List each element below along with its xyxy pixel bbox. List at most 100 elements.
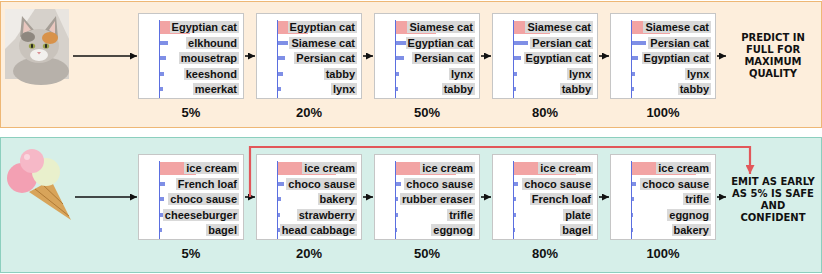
class-label: plate xyxy=(563,209,593,221)
probability-bar xyxy=(514,213,516,217)
prediction-card: Siamese catPersian catEgyptian catlynxta… xyxy=(610,13,716,99)
class-row: plate xyxy=(563,208,593,222)
class-row: French loaf xyxy=(176,177,239,191)
class-row: Persian cat xyxy=(412,51,475,65)
class-label: Egyptian cat xyxy=(288,21,357,33)
class-label: bagel xyxy=(206,224,239,236)
class-label: Siamese cat xyxy=(525,21,593,33)
probability-bar xyxy=(514,56,521,60)
class-label: ice cream xyxy=(420,162,475,174)
class-row: Egyptian cat xyxy=(524,51,593,65)
class-row: ice cream xyxy=(420,161,475,175)
class-row: choco sause xyxy=(522,177,593,191)
class-row: trifle xyxy=(447,208,475,222)
class-row: eggnog xyxy=(667,208,711,222)
probability-bar xyxy=(514,197,516,201)
probability-bar xyxy=(396,197,398,201)
class-label: ice cream xyxy=(184,162,239,174)
probability-bar xyxy=(396,72,399,76)
step-arrow xyxy=(599,55,609,57)
progress-percent-box: 100% xyxy=(611,105,715,121)
progress-percent: 50% xyxy=(414,105,440,120)
progress-percent: 80% xyxy=(532,105,558,120)
class-row: bagel xyxy=(206,223,239,237)
step-arrow xyxy=(599,196,609,198)
prediction-card: ice creamFrench loafchoco sausecheesebur… xyxy=(138,154,244,240)
class-row: meerkat xyxy=(193,82,239,96)
step-arrow xyxy=(481,196,491,198)
class-row: Siamese cat xyxy=(643,20,711,34)
class-label: trifle xyxy=(683,193,711,205)
probability-bar xyxy=(396,228,397,232)
step-arrow xyxy=(363,196,373,198)
ice-cream-photo xyxy=(7,149,71,220)
stage-panel: EMIT AS EARLY AS 5% IS SAFE AND CONFIDEN… xyxy=(0,137,822,273)
class-label: rubber eraser xyxy=(400,193,475,205)
probability-bar xyxy=(278,56,285,60)
probability-bar xyxy=(160,197,164,201)
class-label: Persian cat xyxy=(412,52,475,64)
progress-percent-box: 100% xyxy=(611,246,715,262)
progress-percent-box: 50% xyxy=(375,105,479,121)
class-row: Siamese cat xyxy=(407,20,475,34)
class-row: choco sause xyxy=(168,192,239,206)
probability-bar xyxy=(632,87,634,91)
class-label: Siamese cat xyxy=(407,21,475,33)
progress-percent: 5% xyxy=(182,105,201,120)
class-label: trifle xyxy=(447,209,475,221)
progress-percent-box: 5% xyxy=(139,105,243,121)
output-arrow xyxy=(717,196,726,198)
class-row: eggnog xyxy=(431,223,475,237)
class-row: elkhound xyxy=(186,36,239,50)
class-row: ice cream xyxy=(656,161,711,175)
class-label: meerkat xyxy=(193,83,239,95)
class-label: bakery xyxy=(672,224,711,236)
progress-percent: 100% xyxy=(646,246,679,261)
class-label: ice cream xyxy=(656,162,711,174)
class-label: mousetrap xyxy=(179,52,239,64)
input-arrow xyxy=(75,196,137,198)
class-row: Egyptian cat xyxy=(170,20,239,34)
progress-percent-box: 80% xyxy=(493,246,597,262)
class-row: lynx xyxy=(567,67,593,81)
probability-bar xyxy=(632,182,636,186)
class-row: French loaf xyxy=(530,192,593,206)
prediction-card: ice cream choco sause rubber eraser trifle e… xyxy=(374,154,480,240)
progress-percent-box: 80% xyxy=(493,105,597,121)
progress-percent-box: 20% xyxy=(257,246,361,262)
probability-bar xyxy=(278,182,284,186)
class-label: elkhound xyxy=(186,37,239,49)
class-row: Persian cat xyxy=(294,51,357,65)
class-row: choco sause xyxy=(404,177,475,191)
class-label: tabby xyxy=(560,83,593,95)
progress-percent-box: 20% xyxy=(257,105,361,121)
class-label: choco sause xyxy=(168,193,239,205)
class-label: head cabbage xyxy=(280,224,357,236)
stage-panel: PREDICT IN FULL FOR MAXIMUM QUALITYEgypt… xyxy=(0,1,822,128)
class-label: bakery xyxy=(318,193,357,205)
probability-bar xyxy=(396,87,398,91)
class-label: lynx xyxy=(567,68,593,80)
progress-percent: 80% xyxy=(532,246,558,261)
progress-percent-box: 50% xyxy=(375,246,479,262)
prediction-card: ice creamchoco sausetrifleeggnogbakery10… xyxy=(610,154,716,240)
class-row: bakery xyxy=(318,192,357,206)
cat-photo xyxy=(5,9,69,85)
probability-bar xyxy=(514,72,517,76)
class-row: Egyptian cat xyxy=(642,51,711,65)
probability-bar xyxy=(514,41,528,45)
class-label: Egyptian cat xyxy=(524,52,593,64)
probability-bar xyxy=(160,72,164,76)
class-row: ice cream xyxy=(302,161,357,175)
step-arrow xyxy=(363,55,373,57)
probability-bar xyxy=(514,228,515,232)
prediction-card: Siamese catEgyptian catPersian catlynxta… xyxy=(374,13,480,99)
class-label: Egyptian cat xyxy=(642,52,711,64)
class-label: Egyptian cat xyxy=(170,21,239,33)
probability-bar xyxy=(278,87,281,91)
class-row: choco sause xyxy=(640,177,711,191)
class-row: rubber eraser xyxy=(400,192,475,206)
class-label: choco sause xyxy=(404,178,475,190)
probability-bar xyxy=(160,41,168,45)
